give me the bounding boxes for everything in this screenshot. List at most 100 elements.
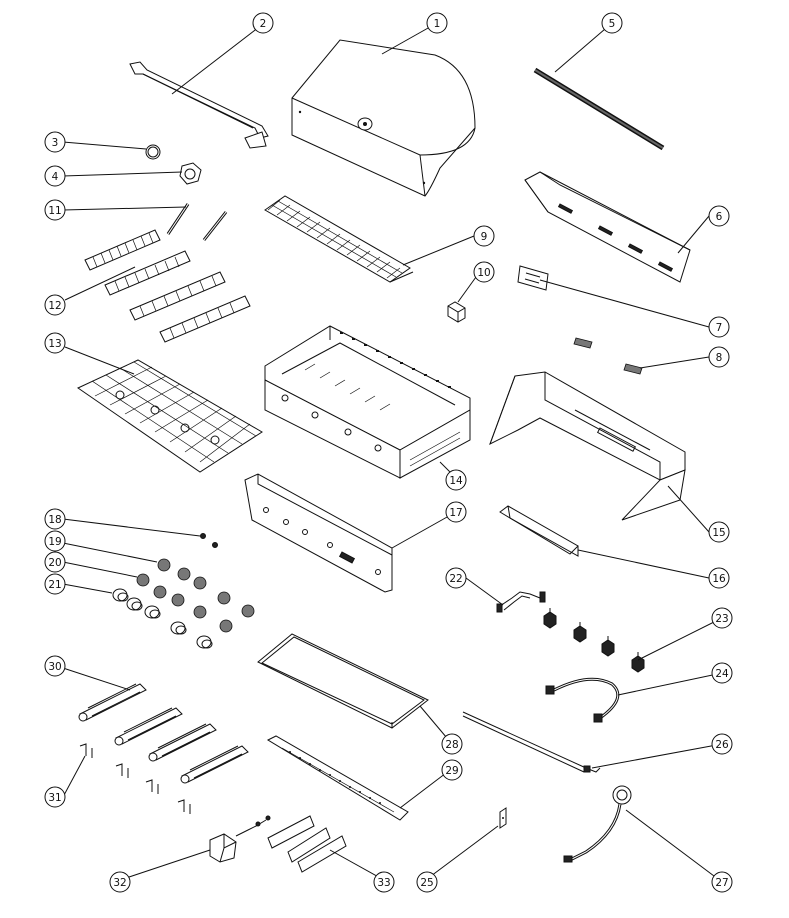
callout-label-23: 23 [715,613,728,625]
callout-label-18: 18 [48,514,61,526]
callout-label-16: 16 [712,573,726,585]
callout-label-17: 17 [449,507,462,519]
callout-label-11: 11 [48,205,61,217]
part-hex-nut [179,162,202,185]
callout-33[interactable]: 33 [373,871,395,893]
callout-label-14: 14 [449,475,463,487]
callout-label-26: 26 [715,739,729,751]
callout-19[interactable]: 19 [44,530,66,552]
callout-22[interactable]: 22 [445,567,467,589]
part-firebox [264,325,471,479]
callout-20[interactable]: 20 [44,551,66,573]
part-thermocouple [462,711,601,773]
part-front-trim [499,505,579,557]
part-burner-clips [79,743,191,814]
part-small-block [447,301,466,323]
callout-label-30: 30 [48,661,61,673]
callout-29[interactable]: 29 [441,759,463,781]
part-knobs [112,588,213,649]
callout-2[interactable]: 2 [252,12,274,34]
part-drip-tray [257,633,429,729]
part-control-panel [244,473,393,593]
callout-16[interactable]: 16 [708,567,730,589]
callout-12[interactable]: 12 [44,294,66,316]
leader-lines [62,22,723,883]
callout-label-33: 33 [377,877,390,889]
callout-4[interactable]: 4 [44,165,66,187]
part-heat-shields [267,815,347,873]
callout-11[interactable]: 11 [44,199,66,221]
callout-label-4: 4 [52,171,59,183]
callout-5[interactable]: 5 [601,12,623,34]
callout-26[interactable]: 26 [711,733,733,755]
callout-27[interactable]: 27 [711,871,733,893]
part-valves [543,608,645,673]
callout-23[interactable]: 23 [711,607,733,629]
callout-label-15: 15 [712,527,725,539]
callout-label-21: 21 [48,579,61,591]
callout-label-28: 28 [445,739,458,751]
callout-label-31: 31 [48,792,61,804]
callout-label-10: 10 [477,267,490,279]
part-knob-bezels [136,558,255,633]
callout-label-19: 19 [48,536,61,548]
callout-label-20: 20 [48,557,61,569]
callout-14[interactable]: 14 [445,469,467,491]
part-burners [78,683,249,784]
callout-label-2: 2 [260,18,267,30]
part-handle [129,61,269,149]
part-small-bracket [499,807,507,829]
callout-18[interactable]: 18 [44,508,66,530]
callout-label-6: 6 [716,211,723,223]
part-gasket-strip [533,67,665,151]
part-hood [291,39,476,197]
callout-label-12: 12 [48,300,61,312]
callout-label-8: 8 [716,352,723,364]
part-clips [573,337,643,375]
callout-label-1: 1 [434,18,441,30]
callout-label-22: 22 [449,573,462,585]
part-rear-bracket [524,171,691,283]
callout-32[interactable]: 32 [109,871,131,893]
callout-28[interactable]: 28 [441,733,463,755]
callout-1[interactable]: 1 [426,12,448,34]
part-flame-tamers [84,229,251,343]
part-heat-strip [266,735,409,821]
callout-label-3: 3 [52,137,59,149]
part-screws [200,533,218,548]
callout-label-25: 25 [420,877,433,889]
callout-24[interactable]: 24 [711,662,733,684]
part-regulator [563,785,632,863]
part-warming-rack [264,195,414,283]
part-valve-manifold [496,591,546,613]
callout-8[interactable]: 8 [708,346,730,368]
callout-13[interactable]: 13 [44,332,66,354]
part-side-frame [489,371,686,521]
callout-6[interactable]: 6 [708,205,730,227]
callout-3[interactable]: 3 [44,131,66,153]
callout-30[interactable]: 30 [44,655,66,677]
part-pins [166,203,228,241]
callout-10[interactable]: 10 [473,261,495,283]
part-cooking-grid [76,359,263,473]
part-plate [517,265,549,291]
callout-label-32: 32 [113,877,126,889]
callout-label-29: 29 [445,765,458,777]
part-hose [545,677,620,723]
callout-25[interactable]: 25 [416,871,438,893]
callout-label-24: 24 [715,668,729,680]
callout-label-13: 13 [48,338,61,350]
callout-label-9: 9 [481,231,488,243]
callout-9[interactable]: 9 [473,225,495,247]
callout-label-7: 7 [716,322,723,334]
callout-label-27: 27 [715,877,728,889]
callout-15[interactable]: 15 [708,521,730,543]
callout-label-5: 5 [609,18,616,30]
part-igniter [209,815,271,863]
callout-21[interactable]: 21 [44,573,66,595]
callout-7[interactable]: 7 [708,316,730,338]
callout-31[interactable]: 31 [44,786,66,808]
callout-17[interactable]: 17 [445,501,467,523]
